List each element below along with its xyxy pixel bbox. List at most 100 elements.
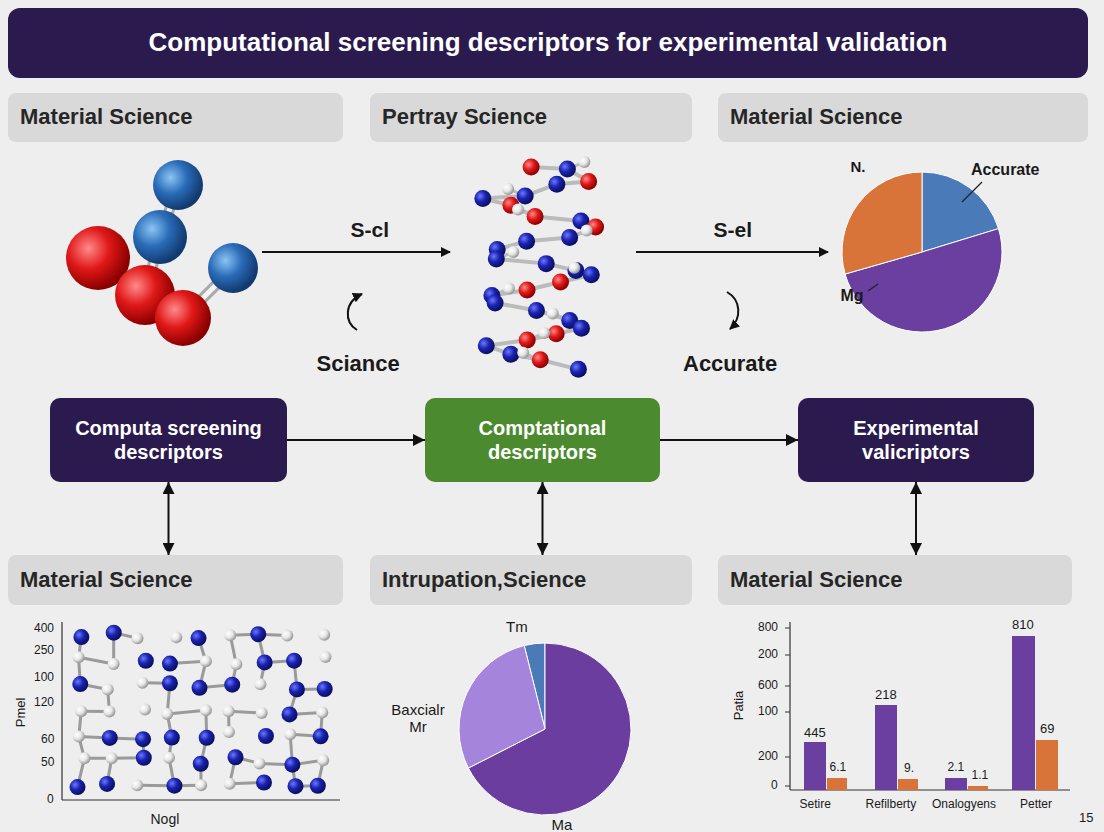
bar-chart — [785, 622, 1070, 790]
header-text: Material Science — [730, 104, 902, 130]
header-text: Material Science — [20, 104, 192, 130]
atom — [224, 677, 240, 693]
atom — [257, 654, 273, 670]
atom — [72, 676, 88, 692]
atom — [224, 778, 236, 790]
pie-label: Mg — [841, 287, 864, 305]
bar — [1036, 740, 1058, 790]
atom — [284, 728, 296, 740]
atom — [228, 749, 244, 765]
pie-chart — [459, 643, 631, 815]
atom — [317, 754, 329, 766]
curl-arrow — [348, 294, 362, 330]
axis-tick-label: 600 — [758, 679, 778, 693]
atom — [487, 294, 504, 311]
atom — [250, 626, 266, 642]
axis-tick-label: 0 — [771, 779, 778, 793]
axis-tick-label: 200 — [758, 648, 778, 662]
axis-tick — [785, 628, 790, 629]
atom — [139, 704, 151, 716]
leader-line — [868, 284, 878, 291]
axis-tick-label: 800 — [758, 621, 778, 635]
category-label: Petter — [1020, 798, 1052, 812]
header-text: Intrupation,Science — [382, 567, 586, 593]
category-label: Onalogyens — [932, 798, 996, 812]
atom — [528, 302, 545, 319]
bar — [875, 705, 897, 790]
leader-lines — [868, 182, 982, 291]
atom — [106, 752, 118, 764]
atom — [284, 757, 300, 773]
atom — [512, 204, 524, 216]
atom — [70, 779, 86, 795]
flow-arrow — [262, 251, 450, 253]
atom — [195, 779, 207, 791]
atom — [73, 651, 85, 663]
atom — [317, 681, 333, 697]
section-header: Material Science — [8, 93, 343, 142]
atom — [102, 683, 114, 695]
pie-slice — [842, 172, 922, 274]
pie-label: Accurate — [971, 161, 1039, 179]
bar — [804, 742, 826, 790]
header-text: Pertray Science — [382, 104, 547, 130]
atom — [103, 706, 115, 718]
bar-value: 218 — [875, 688, 897, 703]
axis-tick-label: 100 — [34, 671, 54, 685]
atom — [518, 233, 535, 250]
box-text: Comptational descriptors — [439, 416, 646, 464]
atom — [316, 707, 328, 719]
step-label: Accurate — [683, 351, 777, 376]
atom — [155, 290, 211, 346]
step-label: Sciance — [317, 351, 400, 376]
atom — [547, 307, 559, 319]
bar — [898, 779, 918, 790]
atom — [73, 629, 89, 645]
axis-tick-label: 400 — [34, 622, 54, 636]
axis-title: Nogl — [151, 811, 180, 827]
atom — [106, 625, 122, 641]
atom — [573, 320, 590, 337]
atom — [502, 346, 519, 363]
atom — [193, 756, 209, 772]
bar-value: 6.1 — [830, 761, 847, 775]
axis-tick-label: 0 — [47, 793, 54, 807]
atom — [131, 779, 143, 791]
atom — [503, 283, 515, 295]
section-header: Material Science — [8, 555, 343, 605]
header-text: Material Science — [20, 567, 192, 593]
atom — [583, 266, 600, 283]
atom — [548, 176, 565, 193]
atom — [287, 778, 303, 794]
atom — [532, 351, 549, 368]
atom — [527, 208, 544, 225]
process-box: Comptational descriptors — [425, 398, 660, 482]
axis-tick-label: 120 — [34, 696, 54, 710]
atom — [310, 778, 326, 794]
process-box: Computa screening descriptors — [50, 398, 287, 482]
pie-label: Ma — [552, 816, 573, 832]
box-text: Experimental valicriptors — [812, 416, 1020, 464]
header-text: Material Science — [730, 567, 902, 593]
section-header: Material Science — [718, 93, 1088, 142]
bar — [827, 778, 847, 790]
bar-value: 2.1 — [948, 761, 965, 775]
bar-value: 810 — [1012, 618, 1034, 633]
box-text: Computa screening descriptors — [64, 416, 273, 464]
pie-label: Tm — [506, 618, 528, 635]
bar — [968, 786, 988, 790]
atom — [108, 658, 120, 670]
axis-tick-label: 200 — [758, 750, 778, 764]
axis-line — [789, 622, 790, 790]
axis-line — [62, 799, 340, 800]
axis-tick — [785, 757, 790, 758]
pie-label: N. — [851, 158, 866, 175]
atom — [131, 632, 143, 644]
atom — [570, 361, 587, 378]
atom — [191, 680, 207, 696]
atom — [538, 255, 555, 272]
atom — [523, 159, 540, 176]
atom — [166, 778, 182, 794]
connector-arrow — [168, 482, 170, 555]
